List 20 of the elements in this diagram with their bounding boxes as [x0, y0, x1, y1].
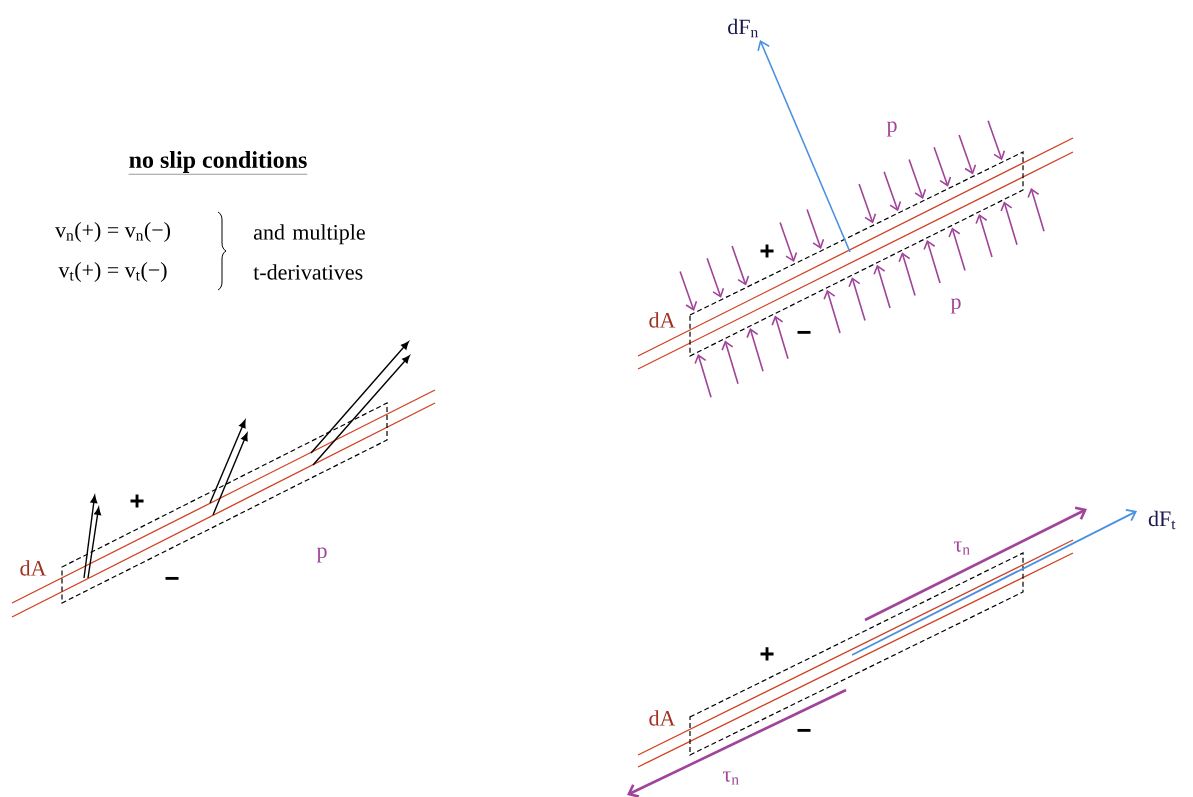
stress-label: τ$_{n}$ — [722, 771, 739, 785]
area-label: dA — [649, 710, 676, 726]
force-label: dF$_{n}$ — [728, 18, 758, 38]
equation: v$_{n}$(+) = v$_{n}$(−) — [55, 222, 170, 242]
pressure-label: p — [886, 121, 897, 137]
force-label: dF$_{t}$ — [1148, 510, 1176, 530]
sign-label: + — [760, 244, 774, 258]
note-text: and multiple t-derivatives — [253, 224, 365, 280]
stress-label: τ$_{n}$ — [953, 541, 970, 555]
sign-label: + — [130, 494, 144, 508]
sign-label: − — [797, 330, 811, 334]
heading: no slip conditions — [128, 151, 308, 175]
sign-label: + — [760, 647, 774, 661]
sign-label: − — [797, 728, 811, 732]
equation: v$_{t}$(+) = v$_{t}$(−) — [58, 262, 167, 282]
pressure-label: p — [950, 298, 961, 314]
area-label: dA — [20, 560, 47, 576]
area-label: dA — [649, 312, 676, 328]
pressure-label: p — [316, 547, 327, 563]
sign-label: − — [165, 576, 179, 580]
